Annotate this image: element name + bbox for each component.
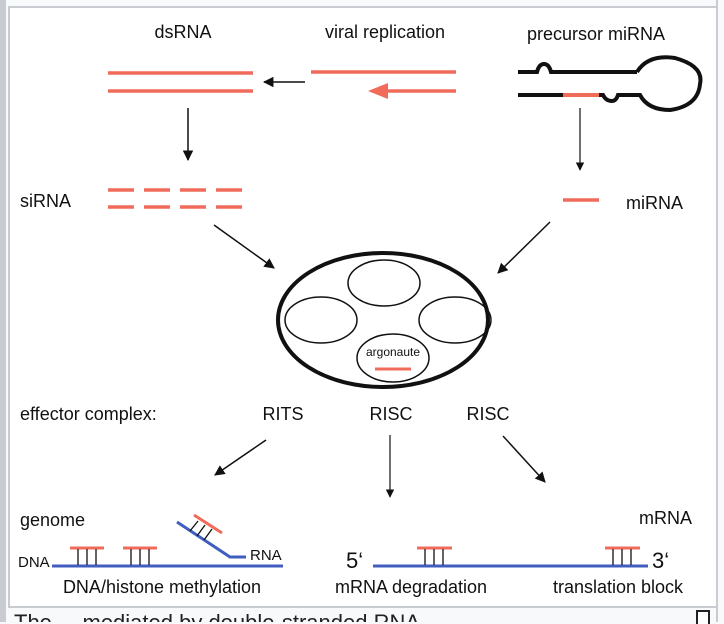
left-frame [0,0,6,622]
viral-replication-label: viral replication [325,22,445,42]
dsrna-strands [108,71,253,93]
figure-box [8,6,716,608]
mirna-label: miRNA [626,193,683,213]
risc-bound-translation-block [605,546,640,565]
arrow-risc-to-translation-block [502,435,546,483]
arrow-rits-to-genome [214,439,267,476]
effector-complex-label: effector complex: [20,404,157,424]
figure-caption: The ... mediated by double-stranded RNA … [14,608,694,622]
translation-block-label: translation block [553,577,684,597]
precursor-mirna-hairpin [518,55,703,113]
rits-label: RITS [262,404,303,424]
caption-prefix: The [14,610,58,622]
genome-label: genome [20,510,85,530]
right-frame [716,0,724,622]
precursor-mirna-label: precursor miRNA [527,24,665,44]
dsrna-label: dsRNA [154,22,211,42]
mrna-label: mRNA [639,508,692,528]
risc-label-2: RISC [466,404,509,424]
three-prime-label: 3‘ [652,548,669,573]
enlarge-icon[interactable] [696,610,710,624]
mrna-degradation-label: mRNA degradation [335,577,487,597]
risc-bound-mrna-degradation [417,546,452,565]
risc-label-1: RISC [369,404,412,424]
dna-label: DNA [18,554,50,571]
arrow-mirna-to-complex [497,221,551,274]
viral-replication-strands [311,70,456,99]
caption-link[interactable]: ... [58,610,76,622]
five-prime-label: 5‘ [346,548,363,573]
sirna-bound-dna [70,546,157,565]
nascent-rna [176,513,246,559]
sirna-fragments [108,188,242,209]
effector-complex [276,251,492,389]
arrow-sirna-to-complex [213,224,275,269]
rna-label: RNA [250,547,282,564]
argonaute-label: argonaute [366,345,420,359]
dna-histone-methylation-label: DNA/histone methylation [63,577,261,597]
caption-suffix: mediated by double-stranded RNA ... [76,610,443,622]
sirna-label: siRNA [20,191,71,211]
